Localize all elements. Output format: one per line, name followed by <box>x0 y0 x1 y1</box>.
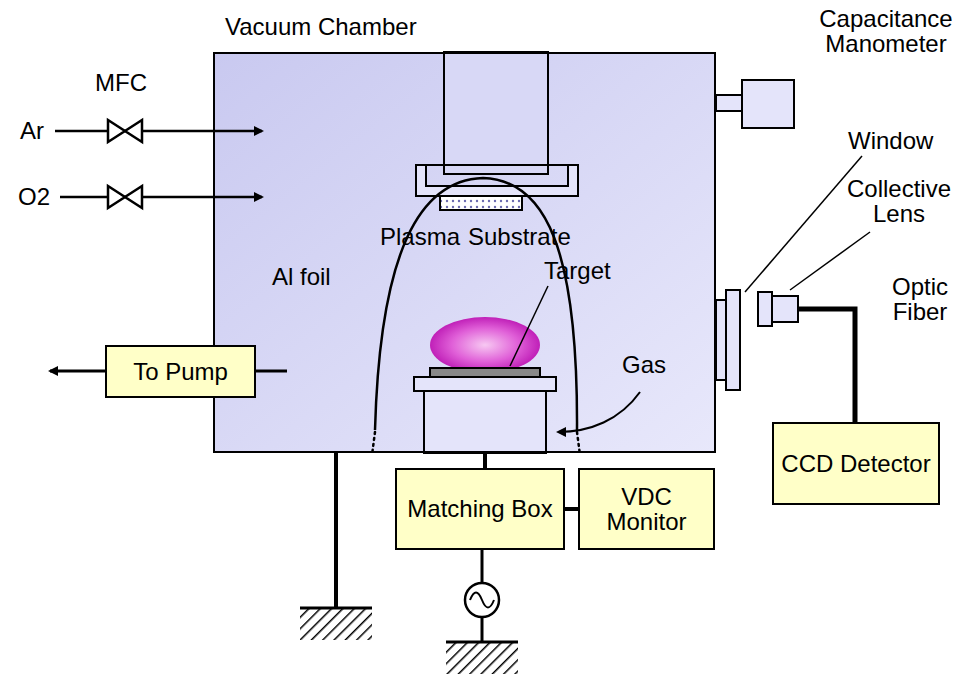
mfc-label: MFC <box>95 70 147 95</box>
ground-symbol <box>446 642 518 674</box>
window <box>726 290 740 390</box>
matching-box: Matching Box <box>395 468 565 550</box>
part-label: Optic Fiber <box>878 274 962 324</box>
target <box>430 368 540 377</box>
optic-fiber <box>798 309 855 422</box>
chamber-title: Vacuum Chamber <box>225 14 417 39</box>
gas-name: Ar <box>20 118 44 143</box>
ground-symbol <box>300 608 372 640</box>
substrate-holder <box>444 52 548 174</box>
chamber-fill <box>213 52 716 453</box>
box-text: Matching Box <box>401 496 558 521</box>
electrode <box>424 391 546 453</box>
mfc-valve <box>108 120 142 142</box>
part-label: Collective Lens <box>828 176 970 226</box>
substrate <box>440 196 522 210</box>
pump-box: To Pump <box>105 345 256 398</box>
detector-box: CCD Detector <box>772 422 940 505</box>
monitor-box: VDC Monitor <box>578 468 715 550</box>
mfc-valve <box>108 186 142 208</box>
part-label: Capacitance Manometer <box>805 6 967 56</box>
part-label: Window <box>848 128 933 153</box>
manometer <box>742 80 794 128</box>
ac-source <box>465 583 499 617</box>
gas-name: O2 <box>18 184 50 209</box>
vacuum-chamber: Vacuum Chamber <box>213 52 716 453</box>
box-text: To Pump <box>127 359 234 384</box>
part-label: Al foil <box>272 264 331 289</box>
box-text: VDC Monitor <box>580 484 713 534</box>
connector <box>565 507 578 511</box>
part-label: Substrate <box>468 224 571 249</box>
box-text: CCD Detector <box>775 451 936 476</box>
plasma <box>430 317 540 373</box>
part-label: Gas <box>622 352 666 377</box>
collective-lens <box>772 296 798 322</box>
part-label: Target <box>544 258 611 283</box>
part-label: Plasma <box>380 224 460 249</box>
